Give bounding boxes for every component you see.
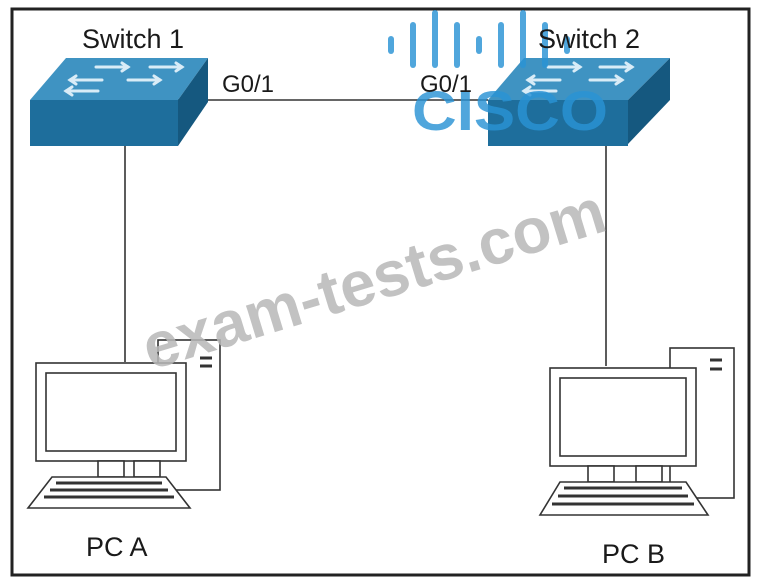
pc-b-keyboard <box>538 481 710 516</box>
switch-1-port-label: G0/1 <box>222 71 274 98</box>
switch-1-side <box>178 58 208 146</box>
cisco-logo-text: CISCO <box>412 79 608 142</box>
switch-2-arrows-icon <box>521 61 635 97</box>
switch-2-front <box>488 100 628 146</box>
pc-a-keyboard <box>26 476 192 509</box>
switch-1-front <box>30 100 178 146</box>
switch-1 <box>30 58 208 146</box>
switch-2-label: Switch 2 <box>538 24 640 54</box>
switch-2-port-label: G0/1 <box>420 71 472 98</box>
switch-2-side <box>628 58 670 144</box>
switch-1-label: Switch 1 <box>82 24 184 54</box>
switch-2 <box>488 58 670 146</box>
switch-1-arrows-icon <box>63 61 185 97</box>
pc-a <box>26 339 221 509</box>
pc-b <box>538 347 735 516</box>
pc-b-label: PC B <box>602 539 665 569</box>
pc-a-label: PC A <box>86 532 148 562</box>
cisco-logo: CISCO <box>388 10 608 142</box>
